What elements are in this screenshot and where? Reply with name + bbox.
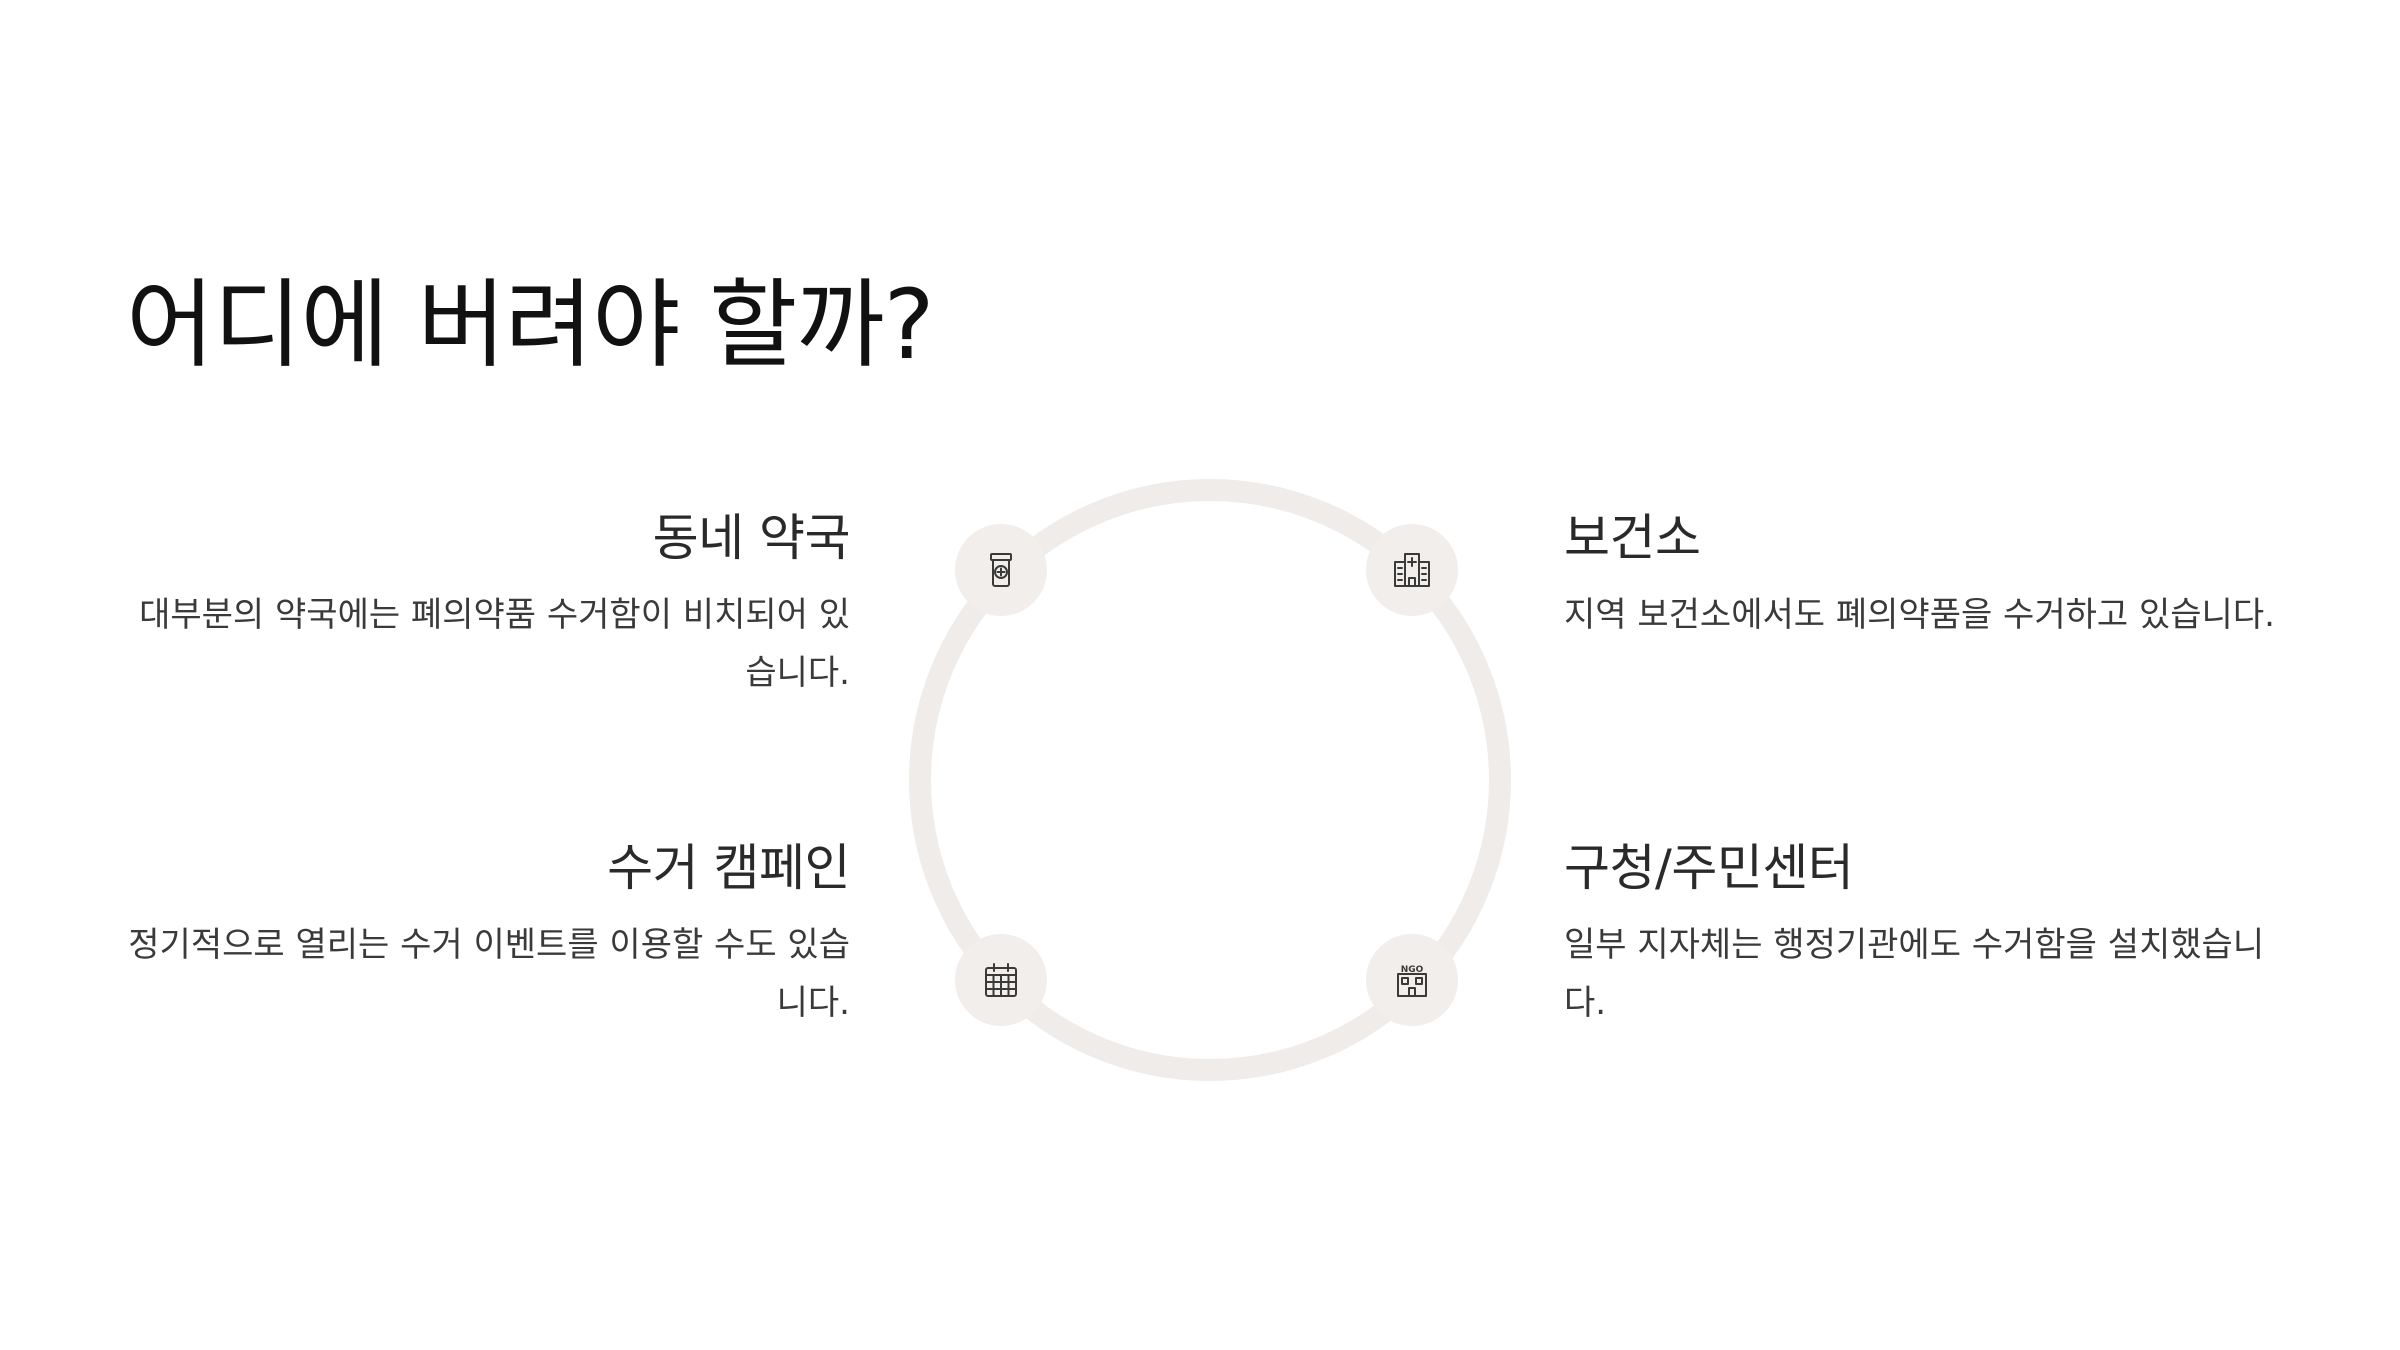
campaign-title: 수거 캠페인 xyxy=(607,839,850,897)
health-center-icon-node xyxy=(1366,524,1458,616)
community-center-icon-node: NGO xyxy=(1366,934,1458,1026)
health-center-item: 보건소 지역 보건소에서도 폐의약품을 수거하고 있습니다. xyxy=(1564,508,2294,644)
community-center-description: 일부 지자체는 행정기관에도 수거함을 설치했습니다. xyxy=(1564,925,2265,1023)
pharmacy-icon-node xyxy=(955,524,1047,616)
health-center-title: 보건소 xyxy=(1564,509,1701,567)
pharmacy-description: 대부분의 약국에는 폐의약품 수거함이 비치되어 있습니다. xyxy=(139,595,850,693)
hospital-building-icon xyxy=(1394,553,1430,587)
health-center-description: 지역 보건소에서도 폐의약품을 수거하고 있습니다. xyxy=(1564,595,2275,635)
campaign-item: 수거 캠페인 정기적으로 열리는 수거 이벤트를 이용할 수도 있습니다. xyxy=(120,838,850,1032)
calendar-icon xyxy=(985,963,1017,997)
community-center-title: 구청/주민센터 xyxy=(1564,839,1854,897)
cycle-ring xyxy=(909,479,1511,1081)
pharmacy-title: 동네 약국 xyxy=(652,509,851,567)
page-title: 어디에 버려야 할까? xyxy=(126,269,935,381)
community-center-item: 구청/주민센터 일부 지자체는 행정기관에도 수거함을 설치했습니다. xyxy=(1564,838,2294,1032)
campaign-description: 정기적으로 열리는 수거 이벤트를 이용할 수도 있습니다. xyxy=(128,925,850,1023)
pharmacy-item: 동네 약국 대부분의 약국에는 폐의약품 수거함이 비치되어 있습니다. xyxy=(120,508,850,702)
campaign-icon-node xyxy=(955,934,1047,1026)
svg-text:NGO: NGO xyxy=(1401,965,1424,975)
ngo-building-icon: NGO xyxy=(1397,965,1427,997)
medicine-bottle-icon xyxy=(990,553,1012,587)
